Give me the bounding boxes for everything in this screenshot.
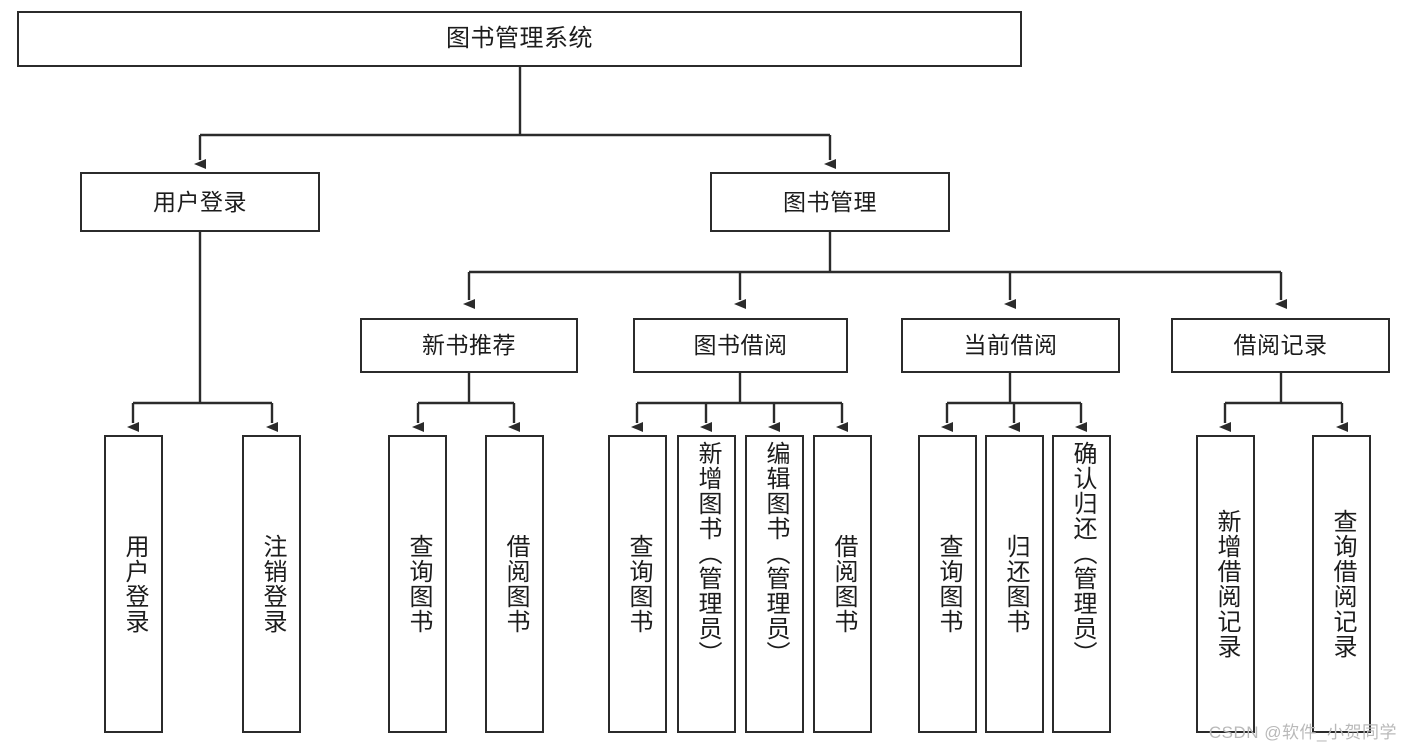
leaf-user-login[interactable]: 用户登录: [104, 435, 163, 733]
node-root[interactable]: 图书管理系统: [17, 11, 1022, 67]
node-label: 编辑图书（管理员）: [761, 441, 789, 666]
leaf-return-book[interactable]: 归还图书: [985, 435, 1044, 733]
leaf-query-book-current[interactable]: 查询图书: [918, 435, 977, 733]
node-label: 查询图书: [934, 534, 962, 634]
node-new-book-recommend[interactable]: 新书推荐: [360, 318, 578, 373]
node-label: 查询图书: [404, 534, 432, 634]
node-label: 确认归还（管理员）: [1068, 441, 1096, 666]
node-book-borrow[interactable]: 图书借阅: [633, 318, 848, 373]
leaf-query-book-recommend[interactable]: 查询图书: [388, 435, 447, 733]
leaf-add-book-admin[interactable]: 新增图书（管理员）: [677, 435, 736, 733]
node-label: 当前借阅: [963, 332, 1058, 359]
node-label: 查询借阅记录: [1328, 509, 1356, 659]
node-label: 图书管理: [783, 188, 877, 215]
leaf-borrow-book[interactable]: 借阅图书: [813, 435, 872, 733]
node-label: 新增图书（管理员）: [693, 441, 721, 666]
leaf-edit-book-admin[interactable]: 编辑图书（管理员）: [745, 435, 804, 733]
leaf-add-borrow-record[interactable]: 新增借阅记录: [1196, 435, 1255, 733]
node-label: 借阅图书: [829, 534, 857, 634]
node-current-borrow[interactable]: 当前借阅: [901, 318, 1120, 373]
node-label: 图书管理系统: [446, 25, 593, 53]
leaf-borrow-book-recommend[interactable]: 借阅图书: [485, 435, 544, 733]
leaf-query-book-borrow[interactable]: 查询图书: [608, 435, 667, 733]
leaf-confirm-return-admin[interactable]: 确认归还（管理员）: [1052, 435, 1111, 733]
watermark: CSDN @软件_小贺同学: [1208, 723, 1397, 742]
node-label: 新增借阅记录: [1212, 509, 1240, 659]
node-borrow-records[interactable]: 借阅记录: [1171, 318, 1390, 373]
node-label: 借阅图书: [501, 534, 529, 634]
leaf-logout[interactable]: 注销登录: [242, 435, 301, 733]
node-label: 用户登录: [153, 188, 247, 215]
node-label: 新书推荐: [422, 332, 516, 359]
node-label: 查询图书: [624, 534, 652, 634]
node-label: 借阅记录: [1233, 332, 1328, 359]
node-label: 注销登录: [258, 534, 286, 634]
leaf-query-borrow-record[interactable]: 查询借阅记录: [1312, 435, 1371, 733]
node-label: 归还图书: [1001, 534, 1029, 634]
node-label: 用户登录: [120, 534, 148, 634]
node-book-management[interactable]: 图书管理: [710, 172, 950, 232]
node-label: 图书借阅: [693, 332, 788, 359]
node-user-login[interactable]: 用户登录: [80, 172, 320, 232]
